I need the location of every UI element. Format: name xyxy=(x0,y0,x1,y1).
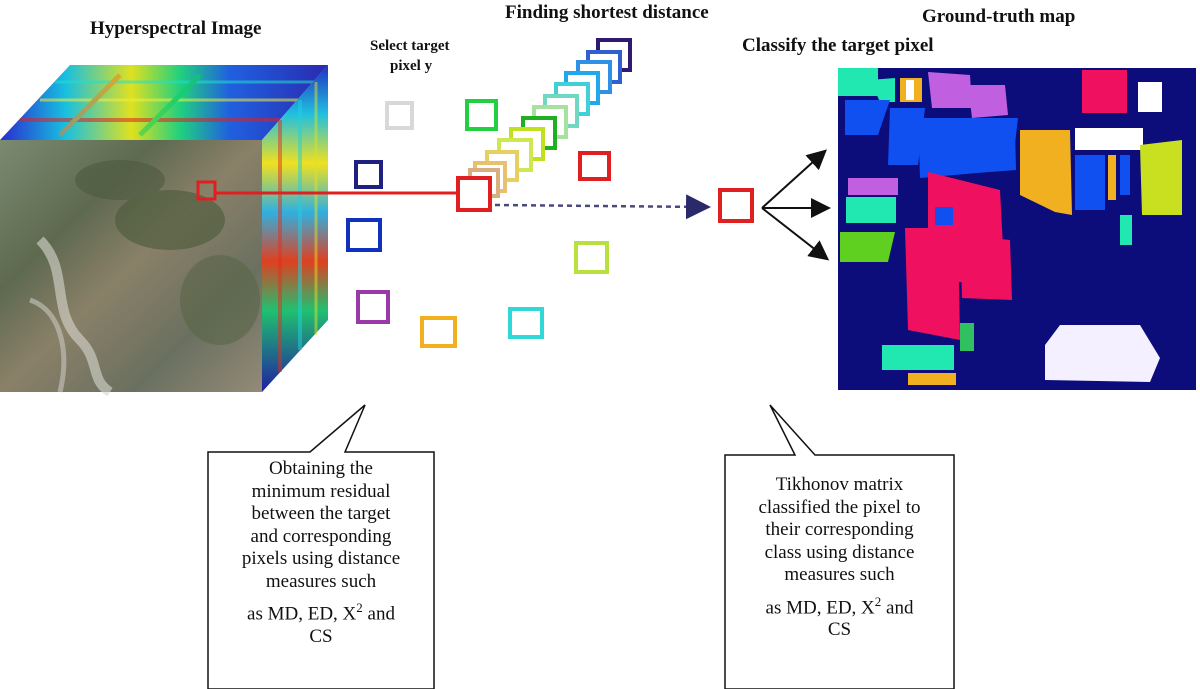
callout-left-measures: as MD, ED, X2 and xyxy=(210,597,432,626)
ground-truth-label: Ground-truth map xyxy=(922,6,1076,27)
callout-left xyxy=(207,404,435,689)
measures-suffix: and xyxy=(362,603,395,625)
callout-left-line: Obtaining the xyxy=(269,458,373,479)
callout-left-line: minimum residual xyxy=(251,480,391,502)
classify-label: Classify the target pixel xyxy=(742,35,934,56)
callout-left-last: CS xyxy=(309,625,333,647)
callout-right-line: classified the pixel to xyxy=(758,496,921,518)
callout-right-line: measures such xyxy=(784,564,895,585)
callout-right-measures: as MD, ED, X2 and xyxy=(727,591,952,620)
measures-suffix: and xyxy=(881,596,914,618)
callout-right-line: Tikhonov matrix xyxy=(775,474,904,495)
select-target-label-line1: Select target xyxy=(370,38,450,54)
measures-prefix: as MD, ED, X xyxy=(247,603,357,625)
measures-prefix: as MD, ED, X xyxy=(765,596,875,618)
callout-left-line: pixels using distance xyxy=(241,548,401,569)
measures-sup: 2 xyxy=(356,600,363,615)
callout-left-text: Obtaining the minimum residual between t… xyxy=(210,458,432,648)
callout-left-line: between the target xyxy=(251,503,391,524)
callout-right xyxy=(724,404,955,689)
measures-sup: 2 xyxy=(874,593,882,609)
callout-right-last: CS xyxy=(827,619,852,641)
classification-arrows xyxy=(761,149,831,261)
select-target-label-line2: pixel y xyxy=(390,58,433,74)
callout-left-line: and corresponding xyxy=(250,525,392,547)
target-pixel xyxy=(456,176,492,212)
source-pixel-marker xyxy=(196,180,217,201)
callout-right-line: their corresponding xyxy=(765,519,914,540)
hyperspectral-image-label: Hyperspectral Image xyxy=(90,18,262,39)
neighbor-pixels xyxy=(346,99,611,348)
callout-right-line: class using distance xyxy=(764,541,915,563)
ground-truth-map xyxy=(838,68,1196,390)
dashed-arrow xyxy=(494,194,711,220)
classified-pixel xyxy=(718,188,754,223)
callout-left-line: measures such xyxy=(265,570,377,592)
hyperspectral-cube xyxy=(0,65,328,397)
callout-right-text: Tikhonov matrix classified the pixel to … xyxy=(727,474,952,642)
finding-shortest-label: Finding shortest distance xyxy=(505,2,709,23)
